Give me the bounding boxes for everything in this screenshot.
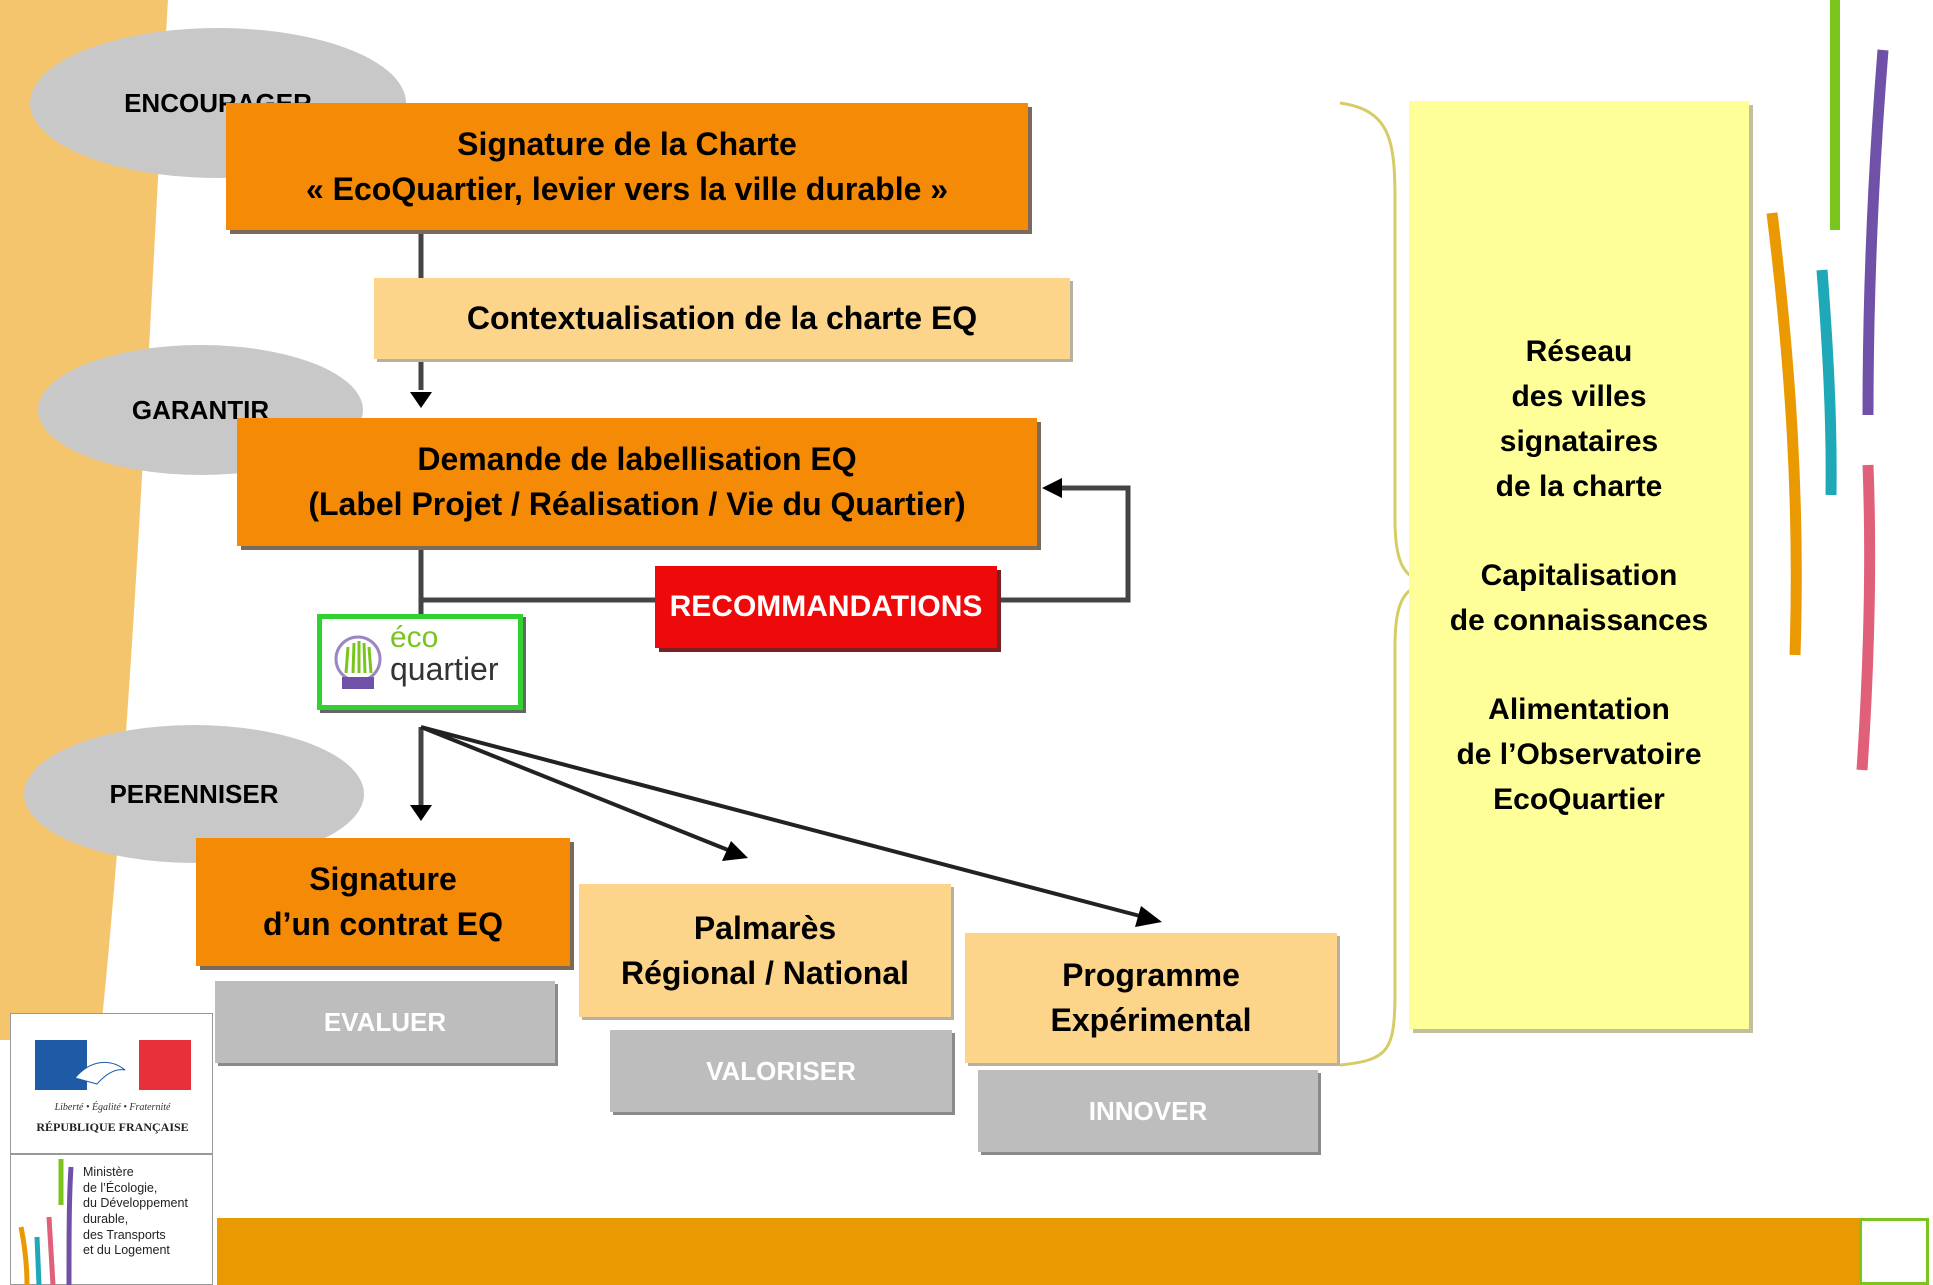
contextualisation-box: Contextualisation de la charte EQ bbox=[374, 278, 1070, 359]
innover-box: INNOVER bbox=[978, 1070, 1318, 1152]
palmares-box: Palmarès Régional / National bbox=[579, 884, 951, 1017]
capitalisation-text: Capitalisation de connaissances bbox=[1449, 559, 1709, 637]
republique-motto: Liberté • Égalité • Fraternité bbox=[54, 1102, 171, 1113]
marianne-flag-icon bbox=[35, 1040, 191, 1090]
ministere-logo: Ministère de l’Écologie, du Développemen… bbox=[10, 1154, 213, 1285]
reseau-text: Réseau des villes signataires de la char… bbox=[1495, 335, 1663, 503]
republique-name: RÉPUBLIQUE FRANÇAISE bbox=[36, 1120, 189, 1134]
ministere-text: Ministère de l’Écologie, du Développemen… bbox=[83, 1165, 188, 1258]
signature-charte-box: Signature de la Charte « EcoQuartier, le… bbox=[226, 103, 1028, 230]
ecoquartier-label-logo: éco quartier bbox=[317, 614, 523, 710]
eco-text: éco bbox=[390, 621, 439, 654]
ecoquartier-emblem-icon bbox=[334, 635, 382, 689]
bottom-band bbox=[217, 1218, 1859, 1285]
quartier-text: quartier bbox=[390, 651, 499, 687]
ministere-strokes-icon bbox=[18, 1159, 74, 1285]
recommandations-box: RECOMMANDATIONS bbox=[655, 566, 997, 648]
demande-labellisation-box: Demande de labellisation EQ (Label Proje… bbox=[237, 418, 1037, 546]
republique-francaise-logo: Liberté • Égalité • Fraternité RÉPUBLIQU… bbox=[10, 1013, 213, 1154]
alimentation-text: Alimentation de l’Observatoire EcoQuarti… bbox=[1456, 693, 1702, 816]
evaluer-box: EVALUER bbox=[215, 981, 555, 1063]
stage-encourager: ENCOURAGER bbox=[30, 28, 406, 178]
network-panel: Réseau des villes signataires de la char… bbox=[1409, 101, 1749, 1029]
valoriser-box: VALORISER bbox=[610, 1030, 952, 1112]
programme-experimental-box: Programme Expérimental bbox=[965, 933, 1337, 1063]
page-corner-box bbox=[1859, 1218, 1929, 1285]
decorative-strokes bbox=[1766, 0, 1889, 771]
signature-contrat-box: Signature d’un contrat EQ bbox=[196, 838, 570, 966]
